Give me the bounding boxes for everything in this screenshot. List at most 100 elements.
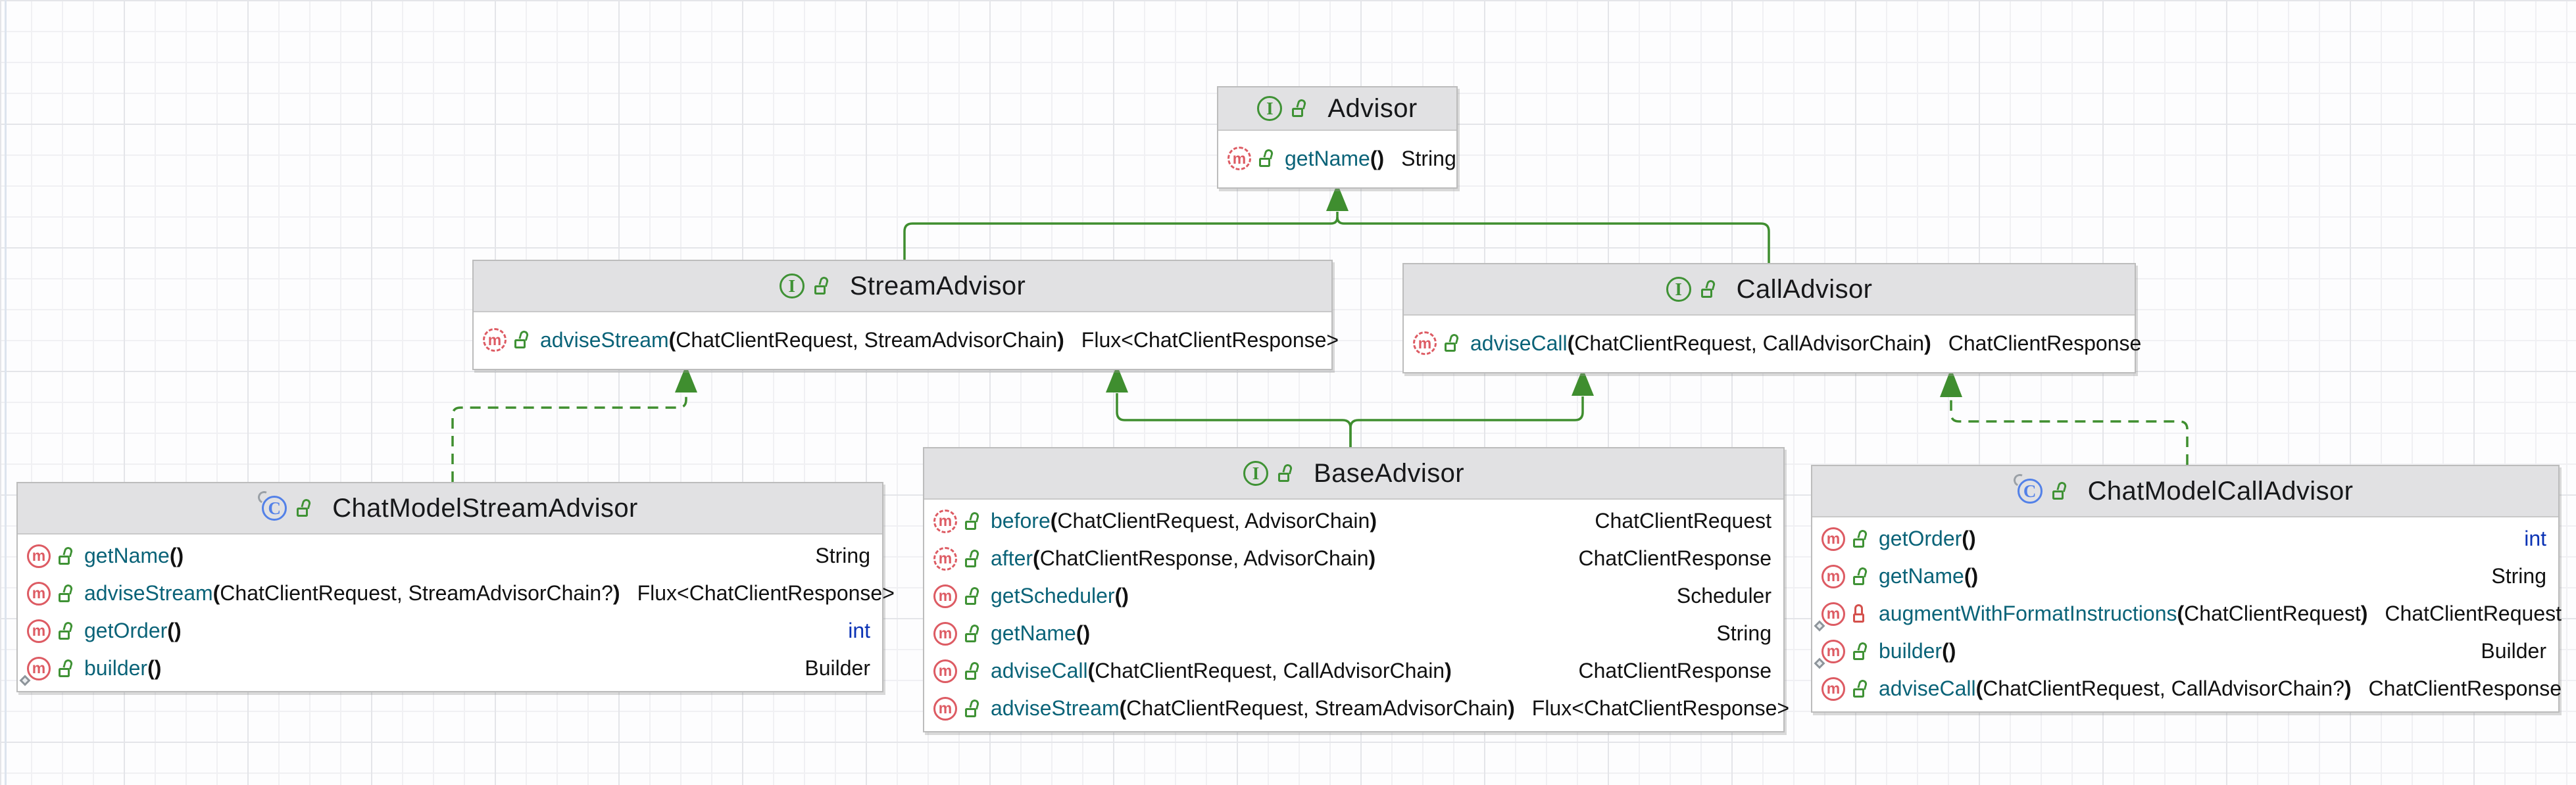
public-lock-icon (965, 510, 981, 531)
public-lock-icon (1278, 463, 1294, 483)
open-paren: ( (1370, 146, 1377, 170)
return-type: Scheduler (1676, 584, 1771, 607)
method-signature: augmentWithFormatInstructions(ChatClient… (1879, 602, 2367, 626)
method-params: ChatClientRequest, CallAdvisorChain (1095, 659, 1445, 682)
interface-icon: I (1666, 277, 1691, 302)
public-lock-icon (59, 583, 74, 604)
public-lock-icon (2052, 481, 2068, 501)
public-lock-icon (965, 698, 981, 719)
method-signature: getName() (1285, 147, 1384, 171)
class-body: m adviseCall(ChatClientRequest, CallAdvis… (1404, 316, 2141, 372)
class-header[interactable]: C ChatModelCallAdvisor (1812, 466, 2558, 517)
public-lock-icon (965, 585, 981, 606)
method-signature: getName() (1879, 564, 1978, 588)
abstract-method-icon: m (933, 546, 957, 571)
method-name: getScheduler (991, 584, 1115, 607)
method-params: ChatClientRequest, CallAdvisorChain (1574, 331, 1925, 355)
open-paren: ( (1964, 564, 1971, 588)
class-header[interactable]: I Advisor (1218, 87, 1456, 131)
open-paren: ( (1962, 527, 1969, 550)
method-icon: m (27, 619, 51, 643)
method-signature: adviseCall(ChatClientRequest, CallAdviso… (1879, 677, 2352, 701)
return-type: Builder (805, 656, 870, 680)
method-signature: builder() (84, 656, 161, 680)
method-name: adviseCall (1879, 677, 1976, 700)
private-lock-icon (1853, 604, 1869, 624)
open-paren: ( (1942, 639, 1949, 663)
open-paren: ( (668, 327, 676, 352)
left-gutter-line (5, 0, 7, 785)
static-marker-icon (19, 675, 31, 686)
public-lock-icon (965, 548, 981, 569)
class-box-calladvisor[interactable]: I CallAdvisor m adviseCall(ChatClientRequ… (1402, 263, 2141, 373)
open-paren: ( (1114, 584, 1122, 607)
method-row[interactable]: m adviseCall(ChatClientRequest, CallAdvis… (924, 652, 1783, 690)
method-icon: m (933, 659, 957, 683)
close-paren: ) (176, 544, 184, 567)
return-type: Flux<ChatClientResponse> (1531, 696, 1790, 720)
public-lock-icon (1853, 678, 1869, 699)
method-name: adviseStream (84, 581, 213, 605)
class-header[interactable]: C ChatModelStreamAdvisor (18, 483, 882, 535)
open-paren: ( (1087, 659, 1095, 682)
return-type: String (2491, 564, 2546, 588)
close-paren: ) (1508, 696, 1515, 720)
method-signature: builder() (1879, 639, 1956, 663)
open-paren: ( (1033, 546, 1040, 570)
abstract-method-icon: m (1413, 331, 1437, 355)
public-lock-icon (1700, 279, 1717, 299)
return-type: ChatClientResponse (1578, 659, 1772, 682)
class-header[interactable]: I StreamAdvisor (474, 261, 1331, 312)
public-lock-icon (965, 660, 981, 681)
static-marker-icon (1814, 620, 1825, 631)
method-icon: m (1821, 677, 1845, 701)
method-row[interactable]: m adviseCall(ChatClientRequest, CallAdvis… (1812, 670, 2562, 707)
close-paren: ) (1370, 509, 1377, 533)
method-name: getName (1285, 146, 1370, 170)
class-header[interactable]: I CallAdvisor (1404, 264, 2135, 316)
method-params: ChatClientResponse, AdvisorChain (1039, 546, 1369, 570)
static-method-icon: m (1814, 639, 1845, 669)
close-paren: ) (1971, 564, 1979, 588)
open-paren: ( (1975, 677, 1983, 700)
method-signature: after(ChatClientResponse, AdvisorChain) (991, 546, 1375, 571)
method-signature: getName() (84, 544, 184, 568)
method-signature: adviseCall(ChatClientRequest, CallAdviso… (991, 659, 1452, 683)
method-signature: adviseCall(ChatClientRequest, CallAdviso… (1470, 331, 1931, 356)
method-signature: adviseStream(ChatClientRequest, StreamAd… (540, 328, 1064, 352)
close-paren: ) (1445, 659, 1452, 682)
class-header[interactable]: I BaseAdvisor (924, 448, 1783, 500)
method-icon: m (27, 581, 51, 606)
close-paren: ) (1377, 146, 1385, 170)
open-paren: ( (147, 656, 155, 680)
method-name: getOrder (84, 619, 168, 642)
method-row[interactable]: m adviseCall(ChatClientRequest, CallAdvis… (1404, 318, 2141, 368)
return-type: ChatClientResponse (1948, 331, 2142, 355)
method-name: adviseStream (540, 327, 669, 352)
open-paren: ( (1119, 696, 1127, 720)
method-icon: m (1821, 527, 1845, 551)
method-name: getOrder (1879, 527, 1962, 550)
method-row[interactable]: m after(ChatClientResponse, AdvisorChain)… (924, 540, 1783, 577)
